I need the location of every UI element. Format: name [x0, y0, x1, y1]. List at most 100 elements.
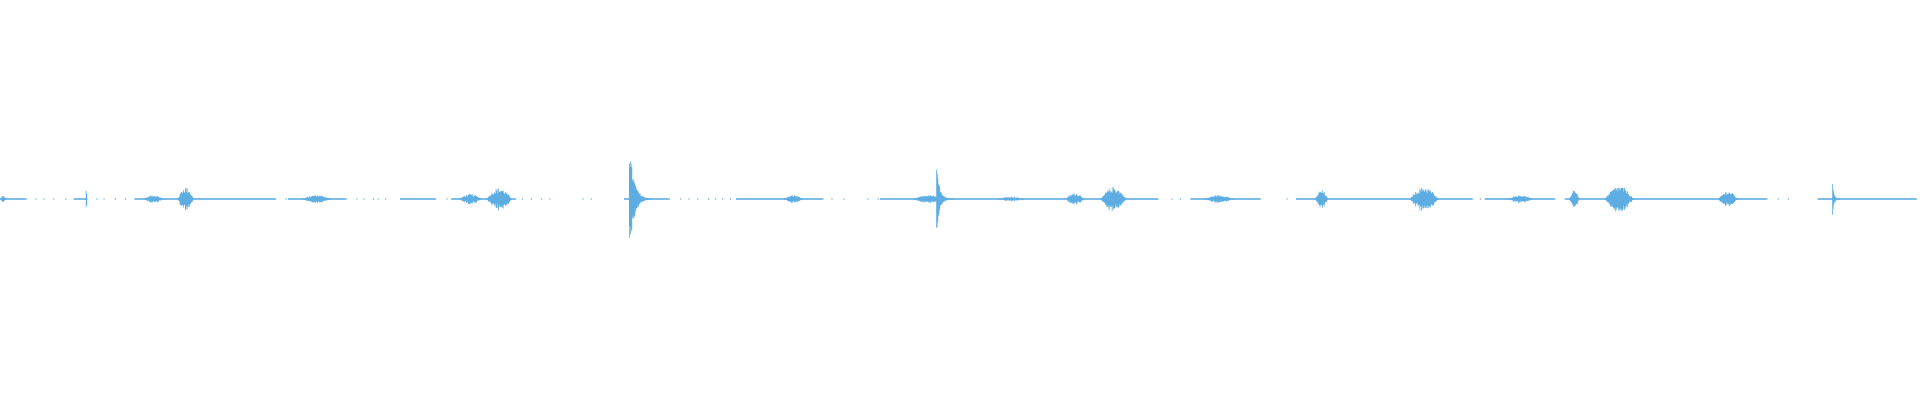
waveform-burst — [0, 196, 6, 203]
waveform-dot — [125, 198, 127, 200]
waveform-burst-path — [302, 195, 331, 204]
waveform-dot — [1479, 198, 1481, 200]
waveform-burst-path — [1100, 187, 1127, 211]
waveform-dot — [843, 198, 845, 200]
waveform-dot — [285, 198, 287, 200]
waveform-burst-path — [936, 169, 954, 228]
waveform-burst — [177, 188, 194, 211]
waveform-dot — [25, 198, 27, 200]
waveform-burst — [1604, 187, 1634, 212]
waveform-dot — [668, 198, 670, 200]
waveform-dot — [541, 198, 543, 200]
waveform-burst-path — [1718, 192, 1738, 207]
waveform-burst-path — [1065, 193, 1086, 205]
waveform-dot — [688, 198, 690, 200]
waveform-dot — [356, 198, 358, 200]
waveform-segment — [400, 198, 436, 200]
waveform-dot — [377, 198, 379, 200]
waveform-burst — [1718, 192, 1738, 207]
waveform-burst — [85, 190, 88, 208]
waveform-burst — [1569, 190, 1580, 207]
waveform-dot — [103, 198, 105, 200]
waveform-burst-path — [1604, 187, 1634, 212]
waveform-dot — [96, 198, 98, 200]
waveform-burst-path — [458, 194, 482, 205]
waveform-burst-path — [1204, 195, 1234, 203]
waveform-burst-path — [783, 195, 803, 204]
waveform-burst — [783, 195, 803, 204]
waveform-dot — [831, 198, 833, 200]
waveform-burst-path — [85, 190, 88, 208]
waveform-dot — [446, 198, 448, 200]
waveform-dot — [549, 198, 551, 200]
waveform-dot — [43, 198, 45, 200]
waveform-dot — [722, 198, 724, 200]
waveform-burst-path — [1832, 183, 1841, 215]
waveform-burst-path — [1314, 190, 1329, 208]
waveform-burst — [143, 195, 164, 203]
waveform-dot — [435, 198, 437, 200]
waveform-burst-path — [998, 196, 1024, 202]
waveform-segment — [451, 198, 516, 200]
waveform-burst — [1204, 195, 1234, 203]
waveform-burst-path — [0, 196, 6, 203]
waveform-dot — [114, 198, 116, 200]
waveform-dot — [867, 198, 869, 200]
waveform-burst-path — [1569, 190, 1580, 207]
waveform-burst — [458, 194, 482, 205]
waveform-burst — [1506, 195, 1533, 204]
waveform-dot — [590, 198, 592, 200]
waveform-burst — [998, 196, 1024, 202]
waveform-burst — [1314, 190, 1329, 208]
waveform-burst-path — [143, 195, 164, 203]
waveform-burst-path — [629, 161, 653, 238]
waveform-dot — [1472, 198, 1474, 200]
waveform-burst — [1409, 187, 1439, 211]
waveform-dot — [1777, 198, 1779, 200]
waveform-segment — [73, 198, 87, 200]
waveform-dot — [275, 198, 277, 200]
waveform-dot — [680, 198, 682, 200]
waveform-dot — [530, 198, 532, 200]
waveform-burst — [486, 188, 512, 211]
waveform-burst-path — [1409, 187, 1439, 211]
waveform-burst-path — [486, 188, 512, 211]
waveform-segment — [1564, 198, 1767, 200]
waveform-segment — [134, 198, 276, 200]
waveform-dot — [1787, 198, 1789, 200]
waveform-dot — [384, 198, 387, 200]
waveform-segment — [1817, 198, 1917, 200]
waveform-bursts — [0, 161, 1841, 238]
waveform-dot — [877, 198, 879, 200]
waveform-dot — [363, 198, 365, 200]
waveform-dot — [373, 198, 375, 200]
waveform-burst-path — [1506, 195, 1533, 204]
waveform-dot — [582, 198, 584, 200]
waveform-dot — [515, 198, 517, 200]
waveform-dot — [35, 198, 37, 200]
waveform-burst — [1065, 193, 1086, 205]
waveform-burst — [629, 161, 653, 238]
waveform-dot — [715, 198, 717, 200]
waveform-burst — [1832, 183, 1841, 215]
waveform-segment — [0, 198, 26, 200]
waveform-dot — [729, 198, 732, 200]
waveform-burst — [1100, 187, 1127, 211]
waveform-burst — [936, 169, 954, 228]
waveform-dot — [1171, 198, 1173, 200]
waveform-burst-path — [177, 188, 194, 211]
waveform-dot — [1286, 198, 1288, 200]
waveform-dot — [521, 198, 524, 200]
waveform-burst — [302, 195, 331, 204]
waveform-dot — [53, 198, 55, 200]
waveform-dot — [1766, 198, 1768, 200]
waveform-dot — [1179, 198, 1181, 200]
waveform-dot — [345, 198, 347, 200]
waveform-dot — [822, 198, 824, 200]
waveform-dot — [65, 198, 67, 200]
waveform-dot — [697, 198, 699, 200]
waveform-dot — [708, 198, 710, 200]
waveform-segment — [736, 198, 823, 200]
